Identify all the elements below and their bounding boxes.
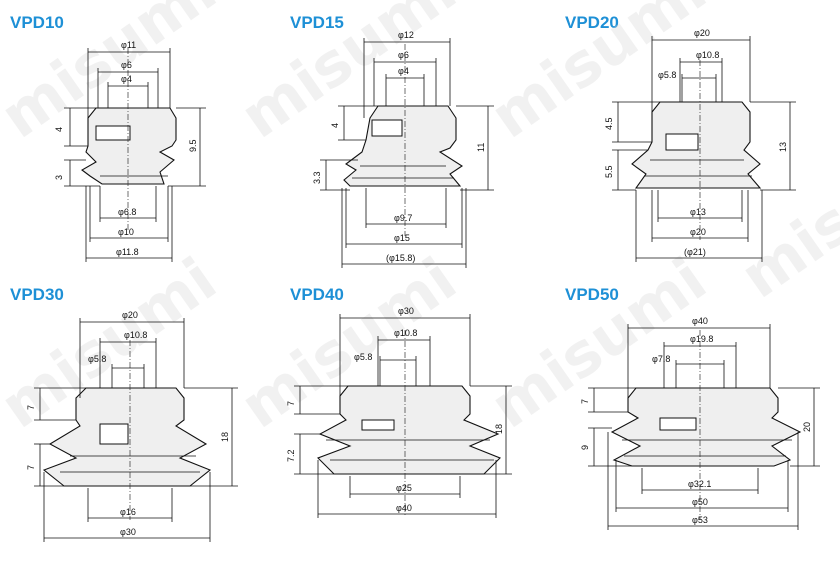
vpd40-dim-d4: φ25 [396,483,412,493]
drawing-vpd20: φ20 φ10.8 φ5.8 φ13 φ20 (φ21) [604,28,796,262]
vpd40-pad-body [317,385,501,475]
vpd15-dim-d3: φ4 [398,66,409,76]
vpd20-dim-d6: (φ21) [684,247,706,257]
vpd10-dim-h2: 3 [54,175,64,180]
vpd15-dim-d6: (φ15.8) [386,253,415,263]
vpd50-dim-h3: 20 [802,422,812,432]
vpd50-dim-d2: φ19.8 [690,334,713,344]
drawing-vpd15: φ12 φ6 φ4 φ9.7 φ15 (φ15.8) [312,30,494,268]
vpd30-dim-d3: φ5.8 [88,354,106,364]
vpd30-dim-h1: 7 [26,405,36,410]
title-vpd40: VPD40 [290,285,344,304]
vpd40-dim-h2: 7.2 [286,449,296,462]
vpd30-dim-d4: φ16 [120,507,136,517]
vpd50-dim-d3: φ7.8 [652,354,670,364]
title-vpd10: VPD10 [10,13,64,32]
vpd40-dim-h3: 18 [494,424,504,434]
vpd15-pad-body [343,105,464,187]
drawing-vpd10: φ11 φ6 φ4 φ6.8 φ10 φ11.8 [54,40,206,262]
vpd30-dim-h2: 7 [26,465,36,470]
vpd15-dim-d5: φ15 [394,233,410,243]
vpd20-dim-h2: 5.5 [604,165,614,178]
vpd20-dim-h1: 4.5 [604,117,614,130]
title-vpd20: VPD20 [565,13,619,32]
vpd10-dim-d2: φ6 [121,60,132,70]
vpd10-dim-h3: 9.5 [188,139,198,152]
title-vpd15: VPD15 [290,13,344,32]
vpd40-dim-h1: 7 [286,401,296,406]
vpd40-dim-d2: φ10.8 [394,328,417,338]
vpd50-dim-d6: φ53 [692,515,708,525]
drawing-vpd50: φ40 φ19.8 φ7.8 φ32.1 φ50 φ53 [580,316,820,530]
title-vpd50: VPD50 [565,285,619,304]
vpd15-dim-h1: 4 [330,123,340,128]
vpd10-dim-d5: φ10 [118,227,134,237]
vpd15-dim-h3: 11 [476,143,486,152]
vpd20-dim-d3: φ5.8 [658,70,676,80]
vpd40-dim-d3: φ5.8 [354,352,372,362]
vpd10-dim-h1: 4 [54,127,64,132]
vpd50-dim-h1: 7 [580,399,590,404]
drawing-vpd40: φ30 φ10.8 φ5.8 φ25 φ40 7 7.2 18 [286,306,512,518]
vpd10-dim-d4: φ6.8 [118,207,136,217]
vpd15-dim-d4: φ9.7 [394,213,412,223]
vpd50-dim-d4: φ32.1 [688,479,711,489]
vpd50-dim-d5: φ50 [692,497,708,507]
vpd10-dim-d1: φ11 [121,40,136,50]
vpd50-dim-d1: φ40 [692,316,708,326]
vpd10-pad-body [81,107,177,185]
vpd20-dim-d1: φ20 [694,28,710,38]
vpd20-dim-h3: 13 [778,142,788,152]
vpd30-dim-h3: 18 [220,432,230,442]
vpd20-dim-d2: φ10.8 [696,50,719,60]
vpd10-dim-d3: φ4 [121,74,132,84]
vpd15-dim-h2: 3.3 [312,171,322,184]
vpd20-dim-d5: φ20 [690,227,706,237]
vpd30-dim-d1: φ20 [122,310,138,320]
drawing-vpd30: φ20 φ10.8 φ5.8 φ16 φ30 7 7 18 [26,310,238,542]
vpd50-dim-h2: 9 [580,445,590,450]
vpd30-dim-d5: φ30 [120,527,136,537]
vpd10-dim-d6: φ11.8 [116,247,139,257]
vpd40-dim-d5: φ40 [396,503,412,513]
vpd30-dim-d2: φ10.8 [124,330,147,340]
vpd50-pad-body [610,387,802,467]
vpd20-dim-d4: φ13 [690,207,706,217]
vpd40-dim-d1: φ30 [398,306,414,316]
title-vpd30: VPD30 [10,285,64,304]
vpd15-dim-d1: φ12 [398,30,414,40]
vpd15-dim-d2: φ6 [398,50,409,60]
